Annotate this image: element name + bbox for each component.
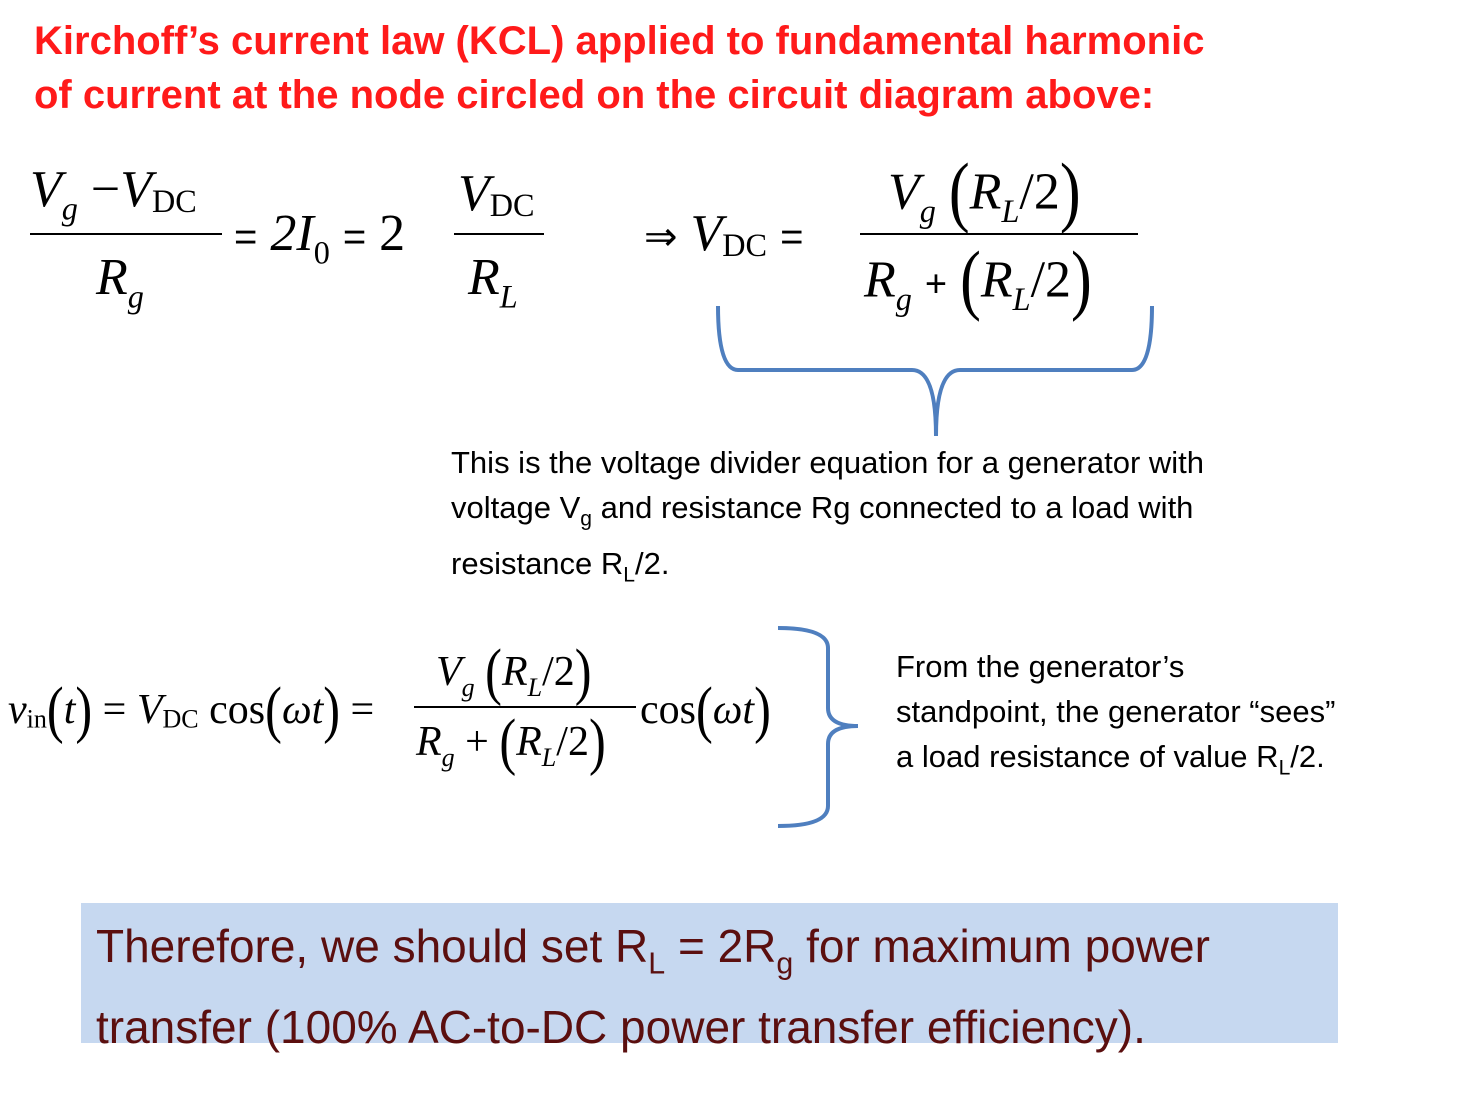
vin-fraction-bar — [414, 706, 636, 708]
eq1-vdc-fraction-bar — [860, 233, 1138, 235]
vin-equation-denominator: Rg + (RL/2) — [416, 706, 606, 776]
eq1-fraction-bar-left — [30, 233, 222, 235]
generator-standpoint-note: From the generator’s standpoint, the gen… — [896, 649, 1336, 780]
right-brace — [777, 626, 859, 828]
eq1-implies: ⇒ VDC = — [644, 205, 804, 263]
underbrace-divider — [716, 305, 1154, 437]
conclusion-callout — [81, 903, 1338, 1043]
eq1-vdc-denominator: Rg + (RL/2) — [864, 236, 1092, 323]
eq1-middle: = 2I0 = 2 — [234, 205, 406, 271]
vin-equation-numerator: Vg (RL/2) — [436, 636, 592, 706]
eq1-denominator-right: RL — [468, 249, 518, 315]
conclusion-text: Therefore, we should set RL = 2Rg for ma… — [96, 920, 1210, 1053]
eq1-numerator-right: VDC — [458, 165, 535, 223]
eq1-vdc-numerator: Vg (RL/2) — [888, 148, 1081, 235]
vin-equation-right: cos(ωt) — [640, 674, 771, 744]
slide-heading: Kirchoff’s current law (KCL) applied to … — [34, 19, 1205, 117]
voltage-divider-note: This is the voltage divider equation for… — [451, 445, 1205, 587]
eq1-numerator-left: Vg −VDC — [30, 161, 197, 227]
eq1-fraction-bar-right — [454, 233, 544, 235]
vin-equation-left: vin(t) = VDC cos(ωt) = — [8, 674, 375, 744]
eq1-denominator-left: Rg — [96, 249, 144, 315]
